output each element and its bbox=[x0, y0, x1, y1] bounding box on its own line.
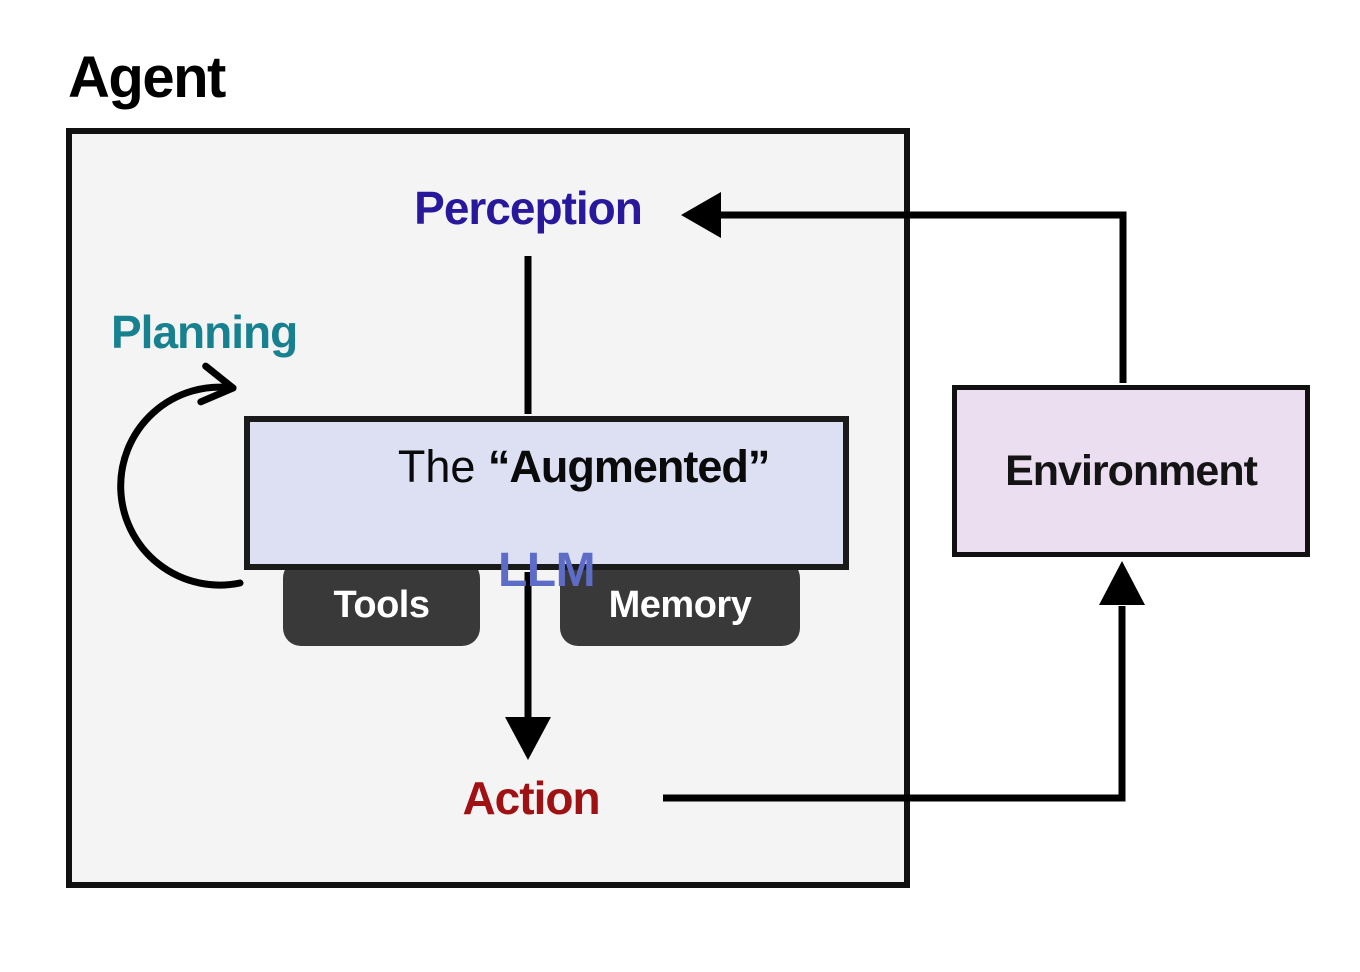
tools-tab: Tools bbox=[283, 560, 480, 646]
tools-tab-label: Tools bbox=[333, 583, 430, 626]
action-label: Action bbox=[462, 772, 600, 824]
action-to-environment-arrowhead bbox=[1099, 561, 1145, 605]
llm-box-title: The “Augmented” bbox=[324, 390, 771, 545]
llm-title-regular-part: The bbox=[397, 441, 488, 493]
llm-title-bold-part: “Augmented” bbox=[487, 441, 770, 493]
agent-title: Agent bbox=[68, 45, 226, 110]
planning-label: Planning bbox=[111, 306, 298, 358]
perception-label: Perception bbox=[414, 182, 643, 234]
environment-label: Environment bbox=[1005, 446, 1258, 495]
llm-label: LLM bbox=[497, 543, 596, 597]
augmented-llm-box: The “Augmented” LLM bbox=[244, 416, 849, 596]
memory-tab-label: Memory bbox=[608, 583, 752, 626]
memory-tab: Memory bbox=[560, 560, 800, 646]
environment-box: Environment bbox=[952, 385, 1310, 557]
